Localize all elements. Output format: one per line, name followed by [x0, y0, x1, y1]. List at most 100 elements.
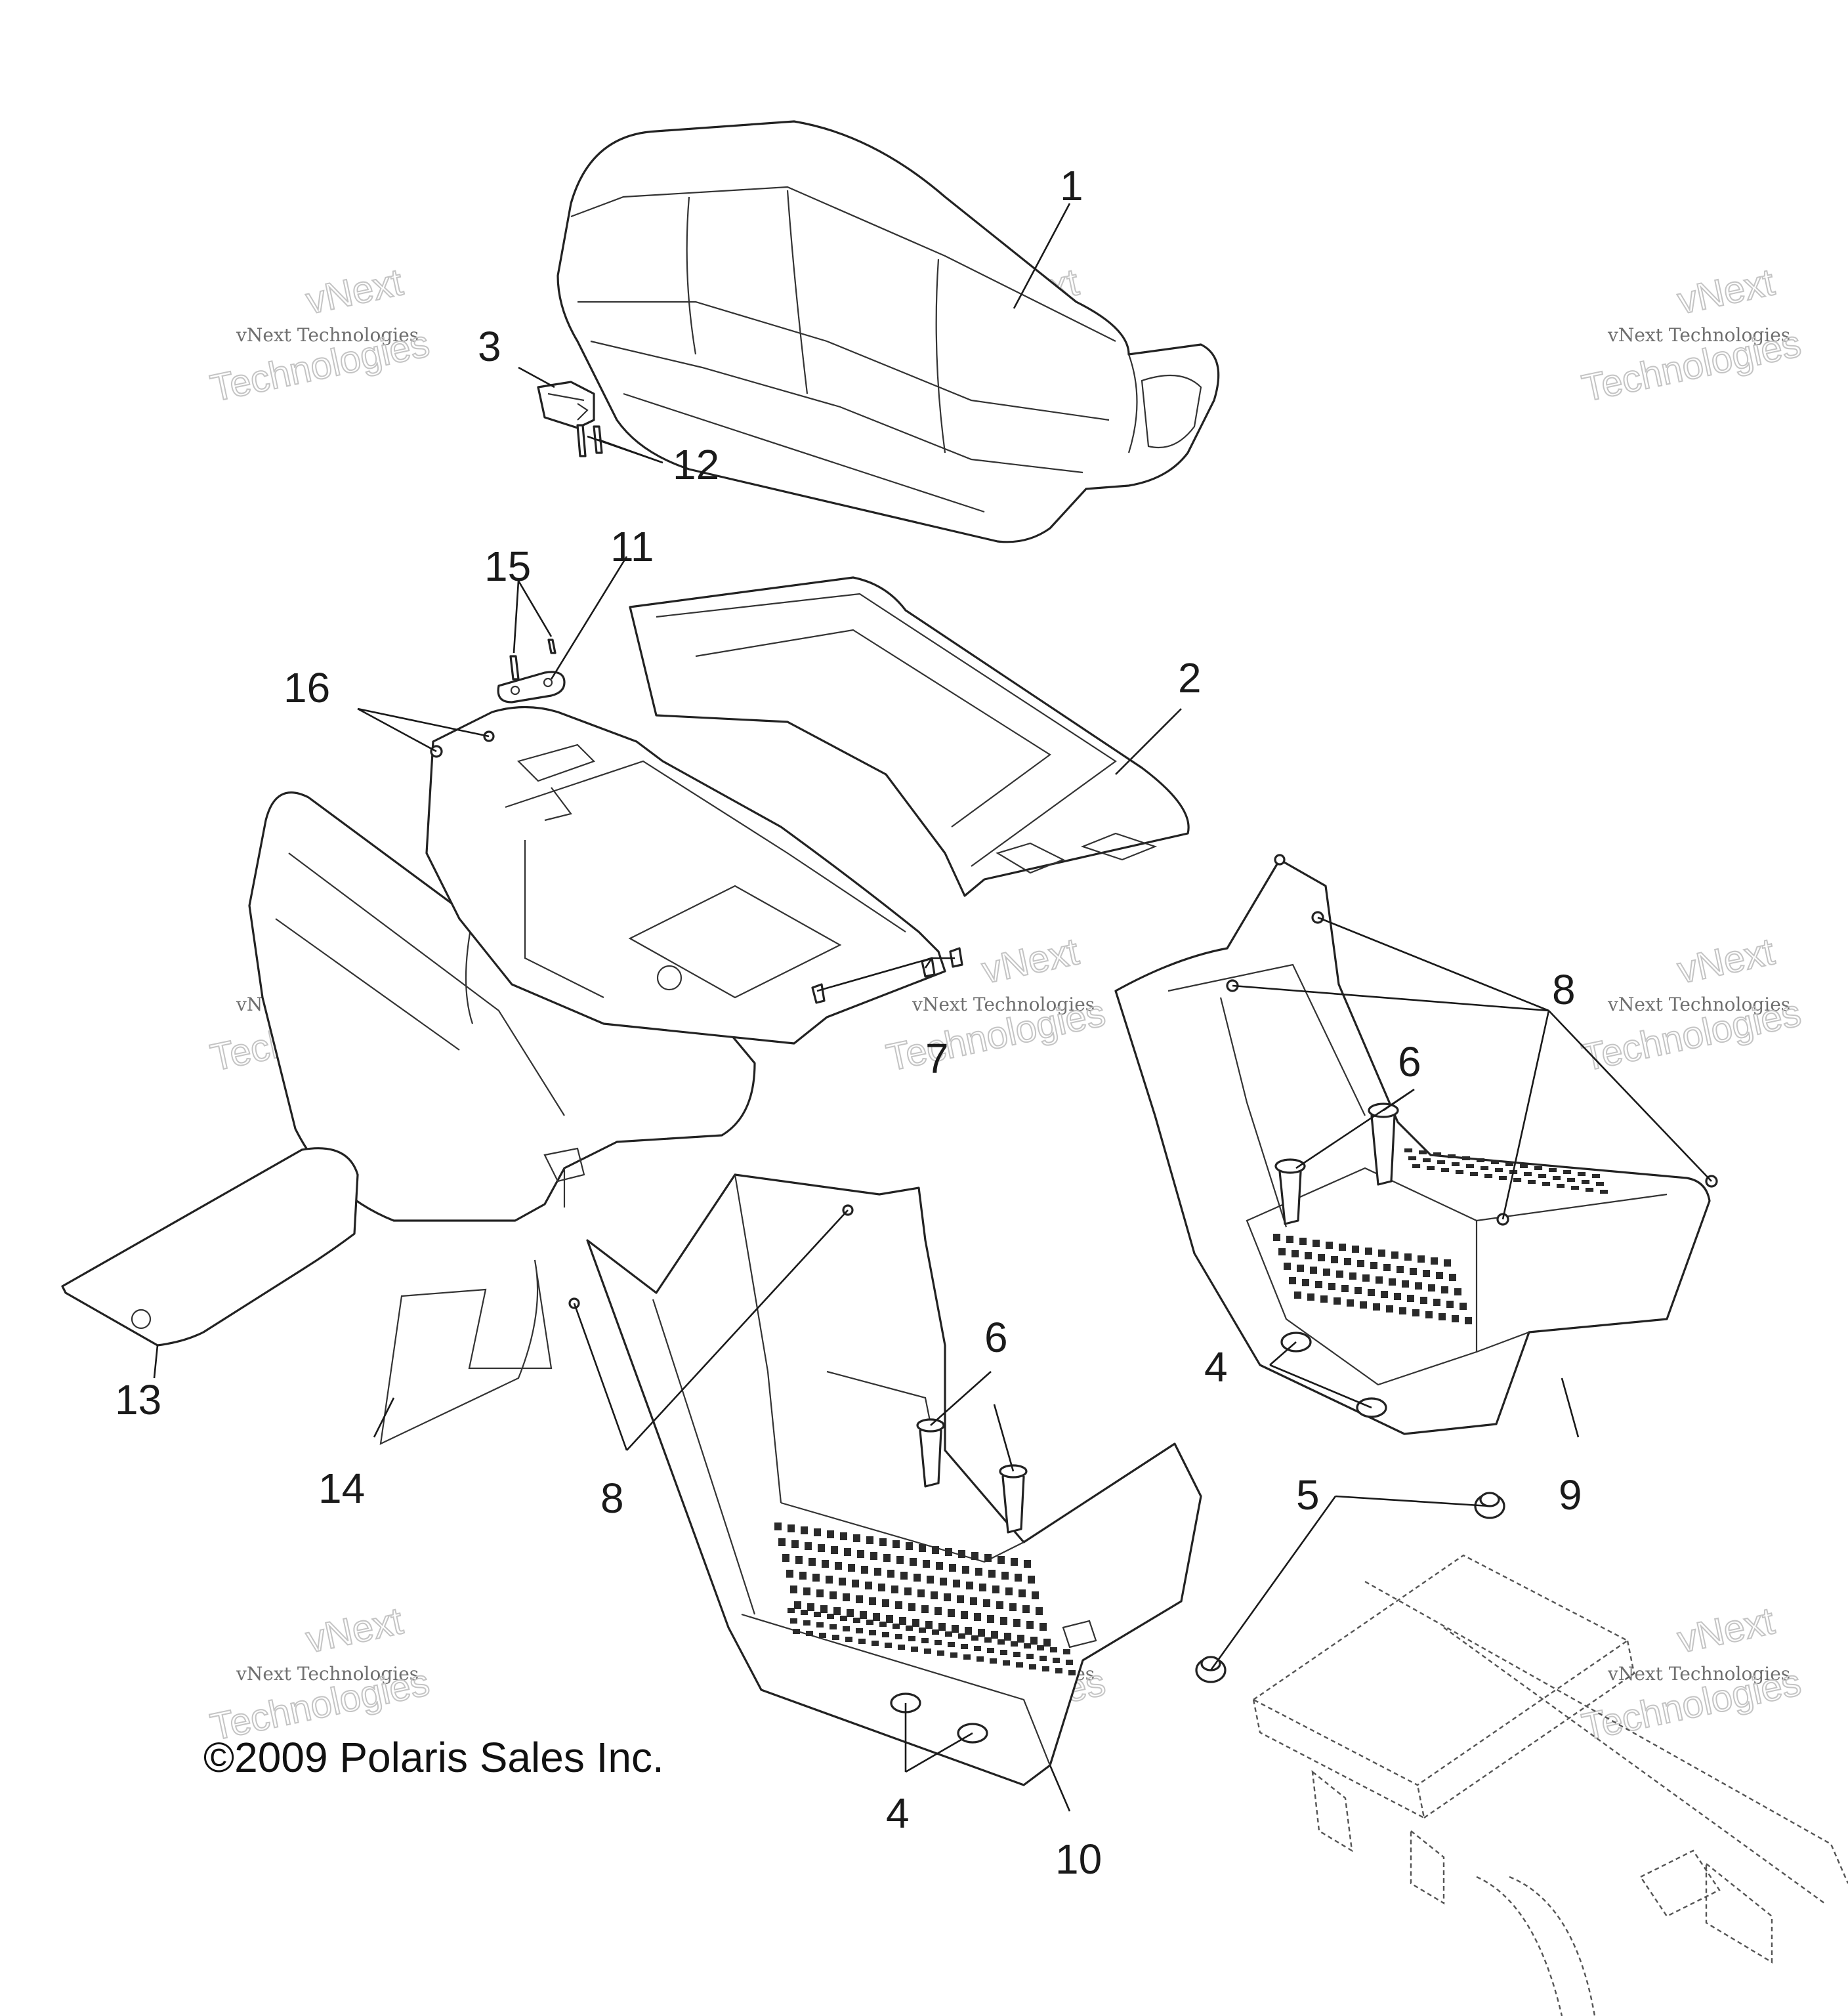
- tread-cleat: [1032, 1591, 1039, 1599]
- tread-cleat: [788, 1524, 795, 1532]
- tread-cleat: [816, 1622, 824, 1628]
- tread-cleat: [948, 1609, 955, 1617]
- tread-cleat: [934, 1607, 942, 1615]
- fender-screws: [811, 947, 963, 1004]
- tread-cleat: [1042, 1666, 1049, 1671]
- tread-cleat: [1412, 1164, 1421, 1168]
- tread-cleat: [925, 1621, 933, 1629]
- callout-16: 16: [284, 664, 330, 711]
- tread-cleat: [1520, 1164, 1528, 1168]
- tread-cleat: [1528, 1180, 1536, 1184]
- tread-cleat: [938, 1623, 946, 1631]
- tread-cleat: [991, 1631, 998, 1639]
- floor-pad: [379, 1259, 553, 1445]
- right-footwell: [1114, 858, 1711, 1435]
- tread-cleat: [1017, 1635, 1024, 1643]
- tread-cleat: [866, 1536, 873, 1544]
- tread-cleat: [857, 1550, 864, 1558]
- tread-cleat: [1352, 1246, 1359, 1253]
- tread-cleat: [1013, 1652, 1020, 1657]
- tread-cleat: [1341, 1285, 1349, 1292]
- tread-cleat: [919, 1544, 926, 1552]
- tread-cleat: [984, 1554, 992, 1562]
- tread-cleat: [843, 1626, 850, 1631]
- tread-cleat: [1557, 1184, 1565, 1188]
- hinge-screws: [509, 639, 556, 681]
- tread-cleat: [1399, 1307, 1406, 1314]
- tread-cleat: [803, 1620, 810, 1626]
- tread-cleat: [1347, 1299, 1354, 1307]
- tread-cleat: [1368, 1289, 1375, 1296]
- tread-cleat: [1315, 1281, 1322, 1288]
- watermark-top-text: vNext: [1674, 1599, 1778, 1661]
- tread-cleat: [1000, 1650, 1007, 1655]
- tread-cleat: [833, 1607, 841, 1615]
- tread-cleat: [919, 1628, 926, 1633]
- tread-cleat: [1022, 1605, 1030, 1613]
- tread-cleat: [816, 1589, 824, 1597]
- tread-cleat: [1391, 1251, 1398, 1259]
- callout-14: 14: [318, 1465, 365, 1512]
- tread-cleat: [1441, 1286, 1448, 1293]
- tread-cleat: [987, 1615, 994, 1623]
- tread-cleat: [899, 1617, 906, 1625]
- tread-cleat: [895, 1634, 902, 1639]
- tread-cleat: [1284, 1263, 1291, 1270]
- tread-cleat: [962, 1566, 969, 1574]
- tread-cleat: [1328, 1283, 1335, 1290]
- tread-cleat: [891, 1586, 898, 1593]
- tread-cleat: [1323, 1269, 1330, 1276]
- tread-cleat: [840, 1532, 847, 1540]
- tread-cleat: [983, 1599, 990, 1607]
- tread-cleat: [921, 1605, 929, 1613]
- tread-cleat: [1600, 1190, 1608, 1194]
- tread-cleat: [950, 1652, 957, 1658]
- tread-cleat: [1005, 1587, 1013, 1595]
- tread-cleat: [839, 1578, 846, 1586]
- tread-cleat: [882, 1632, 889, 1637]
- tread-cleat: [924, 1648, 931, 1654]
- tread-cleat: [927, 1576, 934, 1584]
- callout-8a: 8: [1552, 966, 1576, 1013]
- tread-cleat: [1292, 1250, 1299, 1257]
- tread-cleat: [1320, 1295, 1328, 1303]
- tread-cleat: [856, 1628, 863, 1633]
- watermark-mid-text: vNext Technologies: [236, 324, 419, 346]
- tread-cleat: [1571, 1186, 1580, 1190]
- tread-cleat: [879, 1538, 887, 1546]
- watermark-mid-text: vNext Technologies: [912, 994, 1095, 1015]
- tread-cleat: [1024, 1560, 1031, 1568]
- tread-cleat: [887, 1570, 894, 1578]
- tread-cleat: [830, 1624, 837, 1629]
- tread-cleat: [869, 1597, 876, 1605]
- tread-cleat: [1420, 1297, 1427, 1304]
- tread-cleat: [1427, 1166, 1435, 1170]
- watermark-top-text: vNext: [1674, 261, 1778, 322]
- tread-cleat: [812, 1574, 820, 1582]
- tread-cleat: [1365, 1248, 1372, 1255]
- callout-labels: 1 2 3 4 4 5 6 6 7 8 8 9 10 11 12 13 14 1…: [115, 162, 1582, 1883]
- tread-cleat: [1454, 1288, 1461, 1295]
- tread-cleat: [1015, 1574, 1022, 1582]
- tread-cleat: [1360, 1301, 1367, 1309]
- tread-cleat: [1297, 1265, 1304, 1272]
- left-footwell-tread: [774, 1522, 1076, 1675]
- hinge-plate: [497, 671, 566, 704]
- tread-cleat: [1286, 1236, 1293, 1243]
- tread-cleat: [1013, 1619, 1020, 1627]
- tread-cleat: [1063, 1649, 1070, 1654]
- tread-cleat: [1456, 1170, 1464, 1174]
- tread-cleat: [878, 1584, 885, 1591]
- callout-6b: 6: [984, 1314, 1008, 1361]
- tread-cleat: [1299, 1238, 1307, 1245]
- tread-cleat: [979, 1584, 986, 1591]
- tread-cleat: [1331, 1256, 1338, 1263]
- callout-5: 5: [1296, 1471, 1320, 1519]
- tread-cleat: [1407, 1295, 1414, 1302]
- tread-cleat: [1036, 1607, 1043, 1615]
- tread-cleat: [835, 1562, 842, 1570]
- callout-7: 7: [925, 1035, 949, 1082]
- frame-reference: [1251, 1554, 1848, 2016]
- tread-cleat: [998, 1556, 1005, 1564]
